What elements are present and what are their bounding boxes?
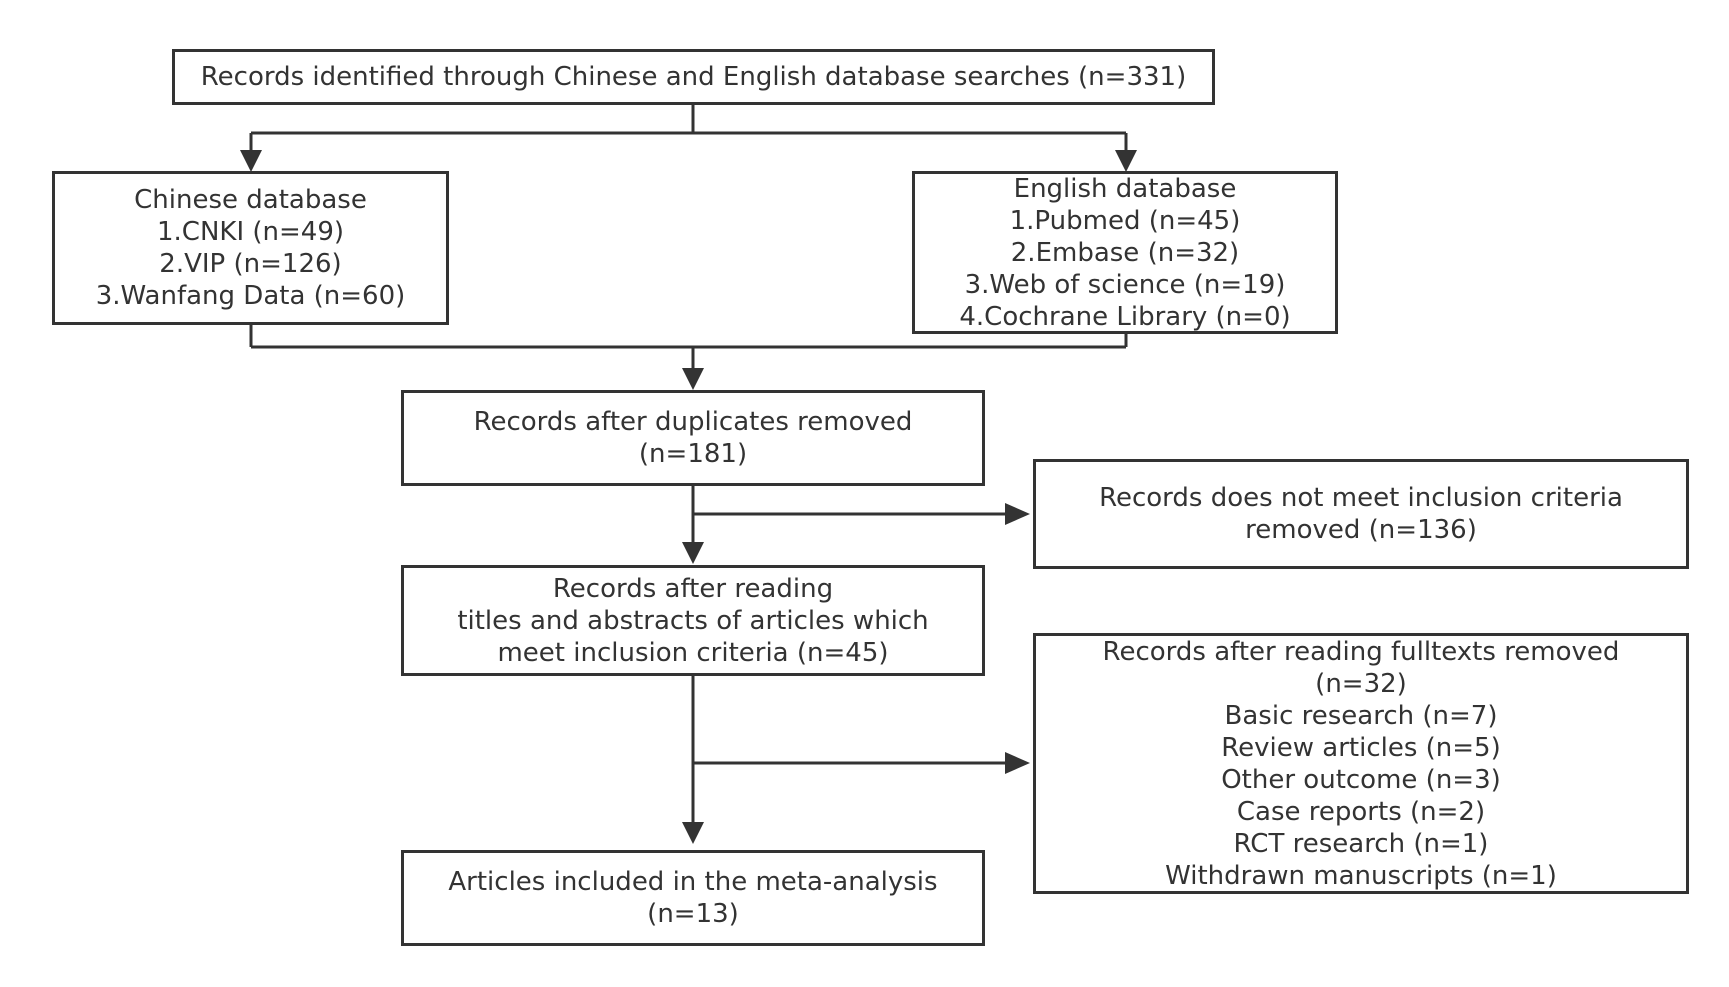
excluded-fulltext-item: RCT research (n=1): [1233, 828, 1489, 859]
english-database-item: 4.Cochrane Library (n=0): [959, 301, 1291, 332]
excluded-fulltext-title: Records after reading fulltexts removed: [1102, 636, 1620, 667]
chinese-database-item: 3.Wanfang Data (n=60): [95, 281, 406, 311]
identified-records-box: Records identified through Chinese and E…: [172, 49, 1215, 105]
excluded-fulltext-item: Review articles (n=5): [1221, 732, 1501, 763]
excluded-fulltext-item: Withdrawn manuscripts (n=1): [1165, 860, 1557, 891]
included-articles-box: Articles included in the meta-analysis (…: [401, 850, 985, 946]
arrowhead-screened: [682, 542, 704, 564]
english-database-item: 3.Web of science (n=19): [964, 269, 1286, 300]
excluded-fulltext-count: (n=32): [1315, 668, 1407, 699]
arrowhead-chinese: [240, 150, 262, 172]
dedup-records-count: (n=181): [638, 439, 748, 469]
arrowhead-dedup: [682, 368, 704, 390]
screened-records-line: meet inclusion criteria (n=45): [497, 637, 889, 668]
excluded-inclusion-count: removed (n=136): [1245, 515, 1477, 545]
excluded-fulltext-item: Basic research (n=7): [1224, 700, 1498, 731]
english-database-box: English database 1.Pubmed (n=45) 2.Embas…: [912, 171, 1338, 334]
included-articles-count: (n=13): [647, 899, 739, 929]
arrowhead-excluded-fulltext: [1005, 752, 1030, 774]
excluded-fulltext-box: Records after reading fulltexts removed …: [1033, 633, 1689, 894]
arrowhead-english: [1115, 150, 1137, 172]
screened-records-box: Records after reading titles and abstrac…: [401, 565, 985, 676]
excluded-fulltext-item: Case reports (n=2): [1236, 796, 1486, 827]
included-articles-label: Articles included in the meta-analysis: [448, 867, 938, 897]
dedup-records-box: Records after duplicates removed (n=181): [401, 390, 985, 486]
chinese-database-title: Chinese database: [134, 185, 367, 215]
dedup-records-label: Records after duplicates removed: [473, 407, 913, 437]
screened-records-line: titles and abstracts of articles which: [457, 605, 929, 636]
screened-records-line: Records after reading: [552, 573, 834, 604]
english-database-title: English database: [1013, 173, 1237, 204]
chinese-database-item: 2.VIP (n=126): [159, 249, 342, 279]
identified-records-label: Records identified through Chinese and E…: [200, 62, 1187, 92]
excluded-inclusion-label: Records does not meet inclusion criteria: [1099, 483, 1623, 513]
english-database-item: 2.Embase (n=32): [1010, 237, 1240, 268]
chinese-database-box: Chinese database 1.CNKI (n=49) 2.VIP (n=…: [52, 171, 449, 325]
arrowhead-included: [682, 822, 704, 844]
excluded-inclusion-box: Records does not meet inclusion criteria…: [1033, 459, 1689, 569]
english-database-item: 1.Pubmed (n=45): [1009, 205, 1241, 236]
arrowhead-excluded-inclusion: [1005, 503, 1030, 525]
chinese-database-item: 1.CNKI (n=49): [156, 217, 345, 247]
excluded-fulltext-item: Other outcome (n=3): [1221, 764, 1501, 795]
